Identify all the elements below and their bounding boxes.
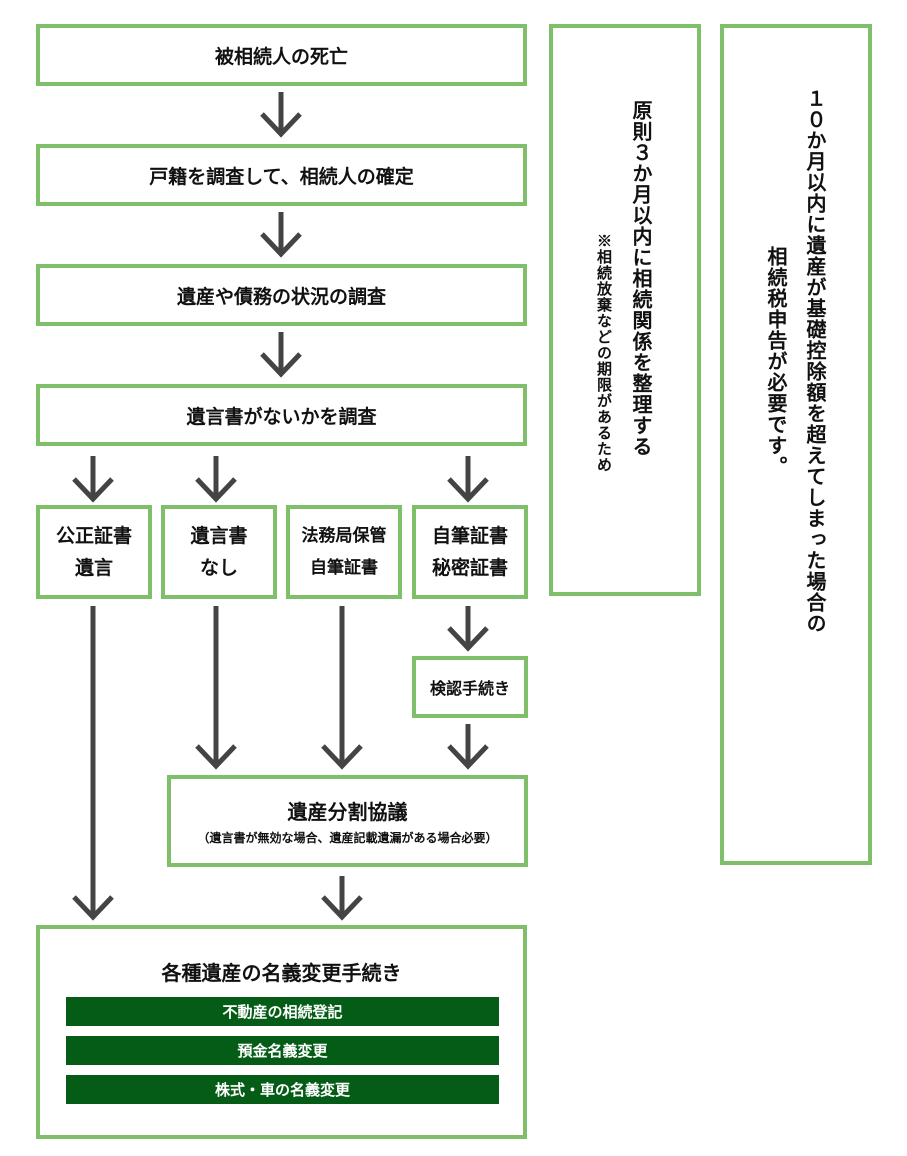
arrow-down-icon	[260, 332, 302, 378]
note-three-months-main: 原則３か月以内に相続関係を整理する	[629, 99, 653, 457]
arrow-down-icon	[72, 606, 114, 921]
step-asset-investigation-label: 遺産や債務の状況の調査	[176, 285, 386, 308]
branch-holographic-secret-will-line2: 秘密証書	[431, 557, 508, 579]
branch-notarized-will: 公正証書 遺言	[36, 505, 152, 599]
step-title-transfer: 各種遺産の名義変更手続き	[36, 925, 527, 1139]
step-heir-determination: 戸籍を調査して、相続人の確定	[36, 144, 527, 206]
step-will-search: 遺言書がないかを調査	[36, 384, 527, 446]
step-asset-investigation: 遺産や債務の状況の調査	[36, 264, 527, 326]
step-probate: 検認手続き	[412, 656, 528, 718]
arrow-down-icon	[321, 606, 363, 770]
branch-holographic-secret-will-line1: 自筆証書	[431, 525, 508, 547]
arrow-down-icon	[260, 92, 302, 138]
branch-no-will: 遺言書 なし	[161, 505, 277, 599]
branch-notarized-will-line1: 公正証書	[55, 525, 132, 547]
transfer-item-deposits: 預金名義変更	[66, 1036, 499, 1065]
transfer-title: 各種遺産の名義変更手続き	[161, 961, 402, 985]
step-heir-determination-label: 戸籍を調査して、相続人の確定	[149, 165, 414, 188]
note-ten-months-line2: 相続税申告が必要です。	[764, 245, 788, 477]
arrow-down-icon	[195, 606, 237, 770]
note-ten-months: １０か月以内に遺産が基礎控除額を超えてしまった場合の 相続税申告が必要です。	[720, 24, 872, 865]
branch-no-will-line2: なし	[199, 557, 238, 579]
branch-holographic-secret-will: 自筆証書 秘密証書	[412, 505, 528, 599]
branch-legal-bureau-will-line1: 法務局保管	[301, 526, 387, 546]
arrow-down-icon	[447, 606, 489, 652]
branch-legal-bureau-will: 法務局保管 自筆証書	[286, 505, 402, 599]
transfer-item-real-estate: 不動産の相続登記	[66, 997, 499, 1026]
arrow-down-icon	[447, 724, 489, 770]
branch-legal-bureau-will-line2: 自筆証書	[310, 558, 378, 578]
arrow-down-icon	[447, 456, 489, 503]
step-will-search-label: 遺言書がないかを調査	[186, 405, 377, 428]
note-three-months-sub: ※相続放棄などの期限があるため	[595, 233, 613, 473]
step-decedent-death: 被相続人の死亡	[36, 24, 527, 86]
note-ten-months-line1: １０か月以内に遺産が基礎控除額を超えてしまった場合の	[803, 88, 827, 634]
division-title: 遺産分割協議	[287, 800, 408, 824]
step-decedent-death-label: 被相続人の死亡	[214, 45, 348, 68]
arrow-down-icon	[195, 456, 237, 503]
branch-notarized-will-line2: 遺言	[74, 557, 113, 579]
branch-no-will-line1: 遺言書	[190, 525, 248, 547]
arrow-down-icon	[72, 456, 114, 503]
step-division-agreement: 遺産分割協議 （遺言書が無効な場合、遺産記載遺漏がある場合必要）	[167, 775, 528, 867]
arrow-down-icon	[260, 212, 302, 258]
step-probate-label: 検認手続き	[429, 679, 510, 698]
arrow-down-icon	[321, 876, 363, 921]
transfer-item-stocks-cars: 株式・車の名義変更	[66, 1075, 499, 1104]
division-note: （遺言書が無効な場合、遺産記載遺漏がある場合必要）	[197, 831, 498, 845]
note-three-months: 原則３か月以内に相続関係を整理する ※相続放棄などの期限があるため	[549, 24, 701, 596]
